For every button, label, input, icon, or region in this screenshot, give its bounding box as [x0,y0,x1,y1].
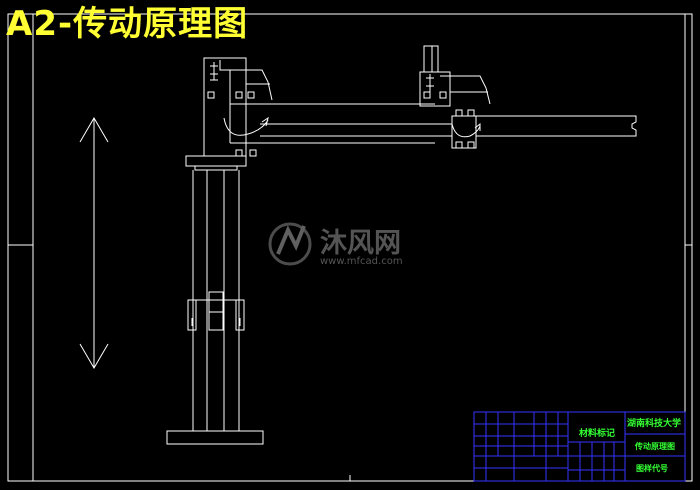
sheet-frames [7,13,693,482]
watermark-url: www.mfcad.com [320,256,403,267]
vertical-travel-arrow [79,117,109,369]
watermark-logo-icon [268,222,312,266]
secondary-arm [260,45,637,149]
lower-column [192,299,240,432]
watermark: 沐风网 www.mfcad.com [268,222,403,267]
title-block-drawing-name: 传动原理图 [634,441,675,451]
main-arm [203,57,435,157]
title-block-drawing-code: 图样代号 [636,463,668,473]
vertical-column [166,155,264,445]
title-block-mark-label: 材料标记 [578,427,615,439]
title-block: 材料标记 湖南科技大学 传动原理图 图样代号 [473,411,686,482]
shoulder-housing [203,57,247,157]
base-plate [166,430,264,445]
overlay-title: A2-传动原理图 [6,4,249,44]
inner-frame [32,13,686,482]
watermark-brand: 沐风网 [320,228,401,259]
title-block-school: 湖南科技大学 [627,417,681,429]
